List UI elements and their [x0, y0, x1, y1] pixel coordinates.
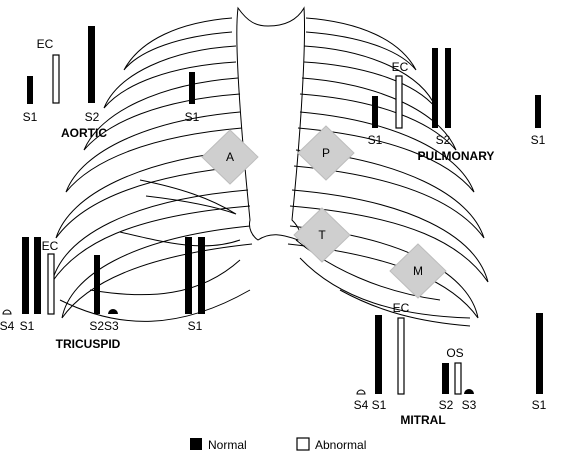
- left-rib-lower-2: [119, 231, 241, 247]
- tricuspid-zone-s1a-bar: [185, 237, 192, 314]
- left-rib-6: [51, 189, 251, 283]
- mitral-ec-bar: [397, 317, 405, 395]
- zone-label-a: A: [226, 150, 234, 164]
- pulmonary-sounds: S1 EC S2 PULMONARY S1: [368, 48, 546, 163]
- mitral-s1-label: S1: [372, 398, 387, 412]
- right-rib-3: [299, 77, 457, 151]
- tricuspid-s1b-bar: [34, 237, 41, 314]
- mitral-s4-marker: [356, 389, 366, 395]
- tricuspid-s1-label: S1: [20, 319, 35, 333]
- mitral-s1-bar: [375, 315, 382, 394]
- aortic-zone-s1-label: S1: [185, 110, 200, 124]
- tricuspid-s4-label: S4: [0, 319, 15, 333]
- left-rib-2: [103, 45, 237, 109]
- tricuspid-ec-bar: [47, 253, 55, 315]
- right-rib-lower-2: [299, 257, 471, 319]
- legend-normal-label: Normal: [208, 438, 247, 452]
- right-rib-1: [305, 17, 417, 71]
- tricuspid-zone-s1b-bar: [198, 237, 205, 314]
- mitral-ec-label: EC: [393, 301, 410, 315]
- tricuspid-ec-label: EC: [42, 239, 59, 253]
- mitral-s2-bar: [442, 363, 449, 394]
- pulmonary-s1-bar: [372, 96, 378, 128]
- aortic-s1-label: S1: [23, 110, 38, 124]
- left-rib-lower-1: [139, 179, 237, 215]
- tricuspid-sounds: S4 S1 EC S2S3 TRICUSPID S1: [0, 237, 205, 351]
- mitral-area-label: MITRAL: [400, 413, 445, 427]
- right-rib-6: [289, 189, 489, 283]
- zone-pulmonary: P: [297, 125, 355, 181]
- tricuspid-zone-s1-label: S1: [188, 319, 203, 333]
- aortic-zone-s1-bar: [189, 72, 195, 104]
- pulmonary-far-s1-bar: [535, 95, 541, 128]
- mitral-sounds: S4 S1 EC S2 OS S3 MITRAL S1: [354, 301, 547, 427]
- zone-label-m: M: [413, 264, 423, 278]
- aortic-s2-label: S2: [85, 110, 100, 124]
- legend-normal-swatch: [190, 438, 202, 450]
- right-rib-7: [287, 225, 479, 319]
- left-rib-7: [61, 225, 253, 319]
- left-rib-4: [65, 111, 243, 193]
- left-rib-5: [55, 149, 247, 239]
- mitral-os-label: OS: [446, 346, 463, 360]
- left-rib-1: [123, 17, 233, 71]
- zone-tricuspid: T: [293, 207, 351, 263]
- sternum-outline: [236, 6, 305, 241]
- legend-abnormal-label: Abnormal: [315, 438, 366, 452]
- legend: Normal Abnormal: [190, 437, 366, 452]
- pulmonary-ec-label: EC: [392, 60, 409, 74]
- right-rib-lower-3: [339, 289, 471, 327]
- mitral-s3-label: S3: [462, 398, 477, 412]
- mitral-s4-label: S4: [354, 398, 369, 412]
- right-rib-5: [293, 149, 485, 239]
- tricuspid-s3-marker: [108, 309, 118, 314]
- mitral-s3-marker: [464, 389, 474, 394]
- mitral-far-s1-label: S1: [532, 398, 547, 412]
- left-rib-lower-3: [89, 259, 241, 296]
- zone-label-t: T: [318, 228, 326, 242]
- pulmonary-ec-bar: [395, 75, 403, 129]
- zone-aortic: A: [201, 129, 259, 185]
- zone-label-p: P: [322, 146, 330, 160]
- pulmonary-far-s1-label: S1: [531, 133, 546, 147]
- legend-abnormal-swatch: [296, 437, 310, 451]
- left-rib-lower-4: [59, 289, 251, 322]
- tricuspid-s4-marker: [2, 309, 12, 315]
- zone-mitral: M: [389, 243, 447, 299]
- pulmonary-area-label: PULMONARY: [418, 149, 495, 163]
- tricuspid-s1a-bar: [22, 237, 29, 314]
- pulmonary-s2b-bar: [445, 48, 451, 128]
- right-rib-2: [303, 45, 437, 109]
- mitral-os-bar: [454, 362, 462, 395]
- tricuspid-s2s3-label: S2S3: [89, 319, 119, 333]
- pulmonary-s2-label: S2: [436, 133, 451, 147]
- mitral-far-s1-bar: [536, 313, 543, 394]
- mitral-s2-label: S2: [439, 398, 454, 412]
- aortic-s2-bar: [88, 26, 95, 103]
- tricuspid-s2-bar: [94, 255, 100, 314]
- aortic-s1-bar: [27, 76, 33, 104]
- pulmonary-s1-label: S1: [368, 133, 383, 147]
- aortic-area-label: AORTIC: [61, 126, 107, 140]
- aortic-sounds: S1 EC S2 AORTIC S1: [23, 26, 200, 140]
- aortic-ec-label: EC: [37, 37, 54, 51]
- aortic-ec-bar: [52, 54, 60, 104]
- left-rib-3: [83, 77, 241, 151]
- tricuspid-area-label: TRICUSPID: [56, 337, 121, 351]
- pulmonary-s2a-bar: [432, 48, 438, 128]
